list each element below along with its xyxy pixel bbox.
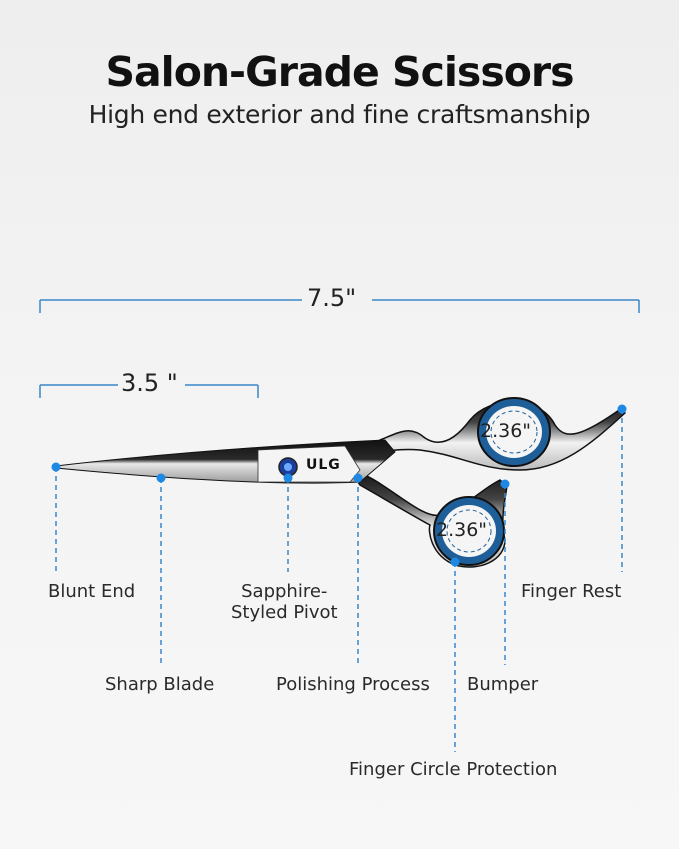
marker-sharp-blade <box>156 473 166 483</box>
blade <box>55 439 396 484</box>
marker-blunt-end <box>51 462 61 472</box>
marker-pivot <box>283 473 293 483</box>
lower-ring-size: 2.36" <box>436 519 488 541</box>
upper-handle <box>368 397 626 471</box>
total-length-dimension <box>39 299 640 313</box>
label-blunt-end: Blunt End <box>48 581 136 602</box>
marker-finger-rest <box>617 404 627 414</box>
total-length-label: 7.5" <box>307 284 357 312</box>
sapphire-pivot-icon <box>278 457 298 477</box>
blade-length-dimension <box>39 384 259 398</box>
page-title: Salon-Grade Scissors <box>105 48 574 96</box>
lower-handle <box>348 468 508 568</box>
label-finger-rest: Finger Rest <box>521 581 622 602</box>
brand-logo: ULG <box>306 457 341 473</box>
marker-polishing <box>353 473 363 483</box>
leader-lines <box>55 409 623 752</box>
label-sharp-blade: Sharp Blade <box>105 674 215 695</box>
blade-length-label: 3.5 " <box>121 369 178 397</box>
page-subtitle: High end exterior and fine craftsmanship <box>88 100 591 129</box>
label-finger-circle-protection: Finger Circle Protection <box>349 759 558 780</box>
marker-finger-circle <box>450 557 460 567</box>
marker-bumper <box>500 479 510 489</box>
label-polishing-process: Polishing Process <box>276 674 430 695</box>
label-sapphire-pivot: Sapphire- Styled Pivot <box>231 581 338 623</box>
upper-ring-size: 2.36" <box>480 420 532 442</box>
label-bumper: Bumper <box>467 674 539 695</box>
marker-dots <box>51 404 627 567</box>
